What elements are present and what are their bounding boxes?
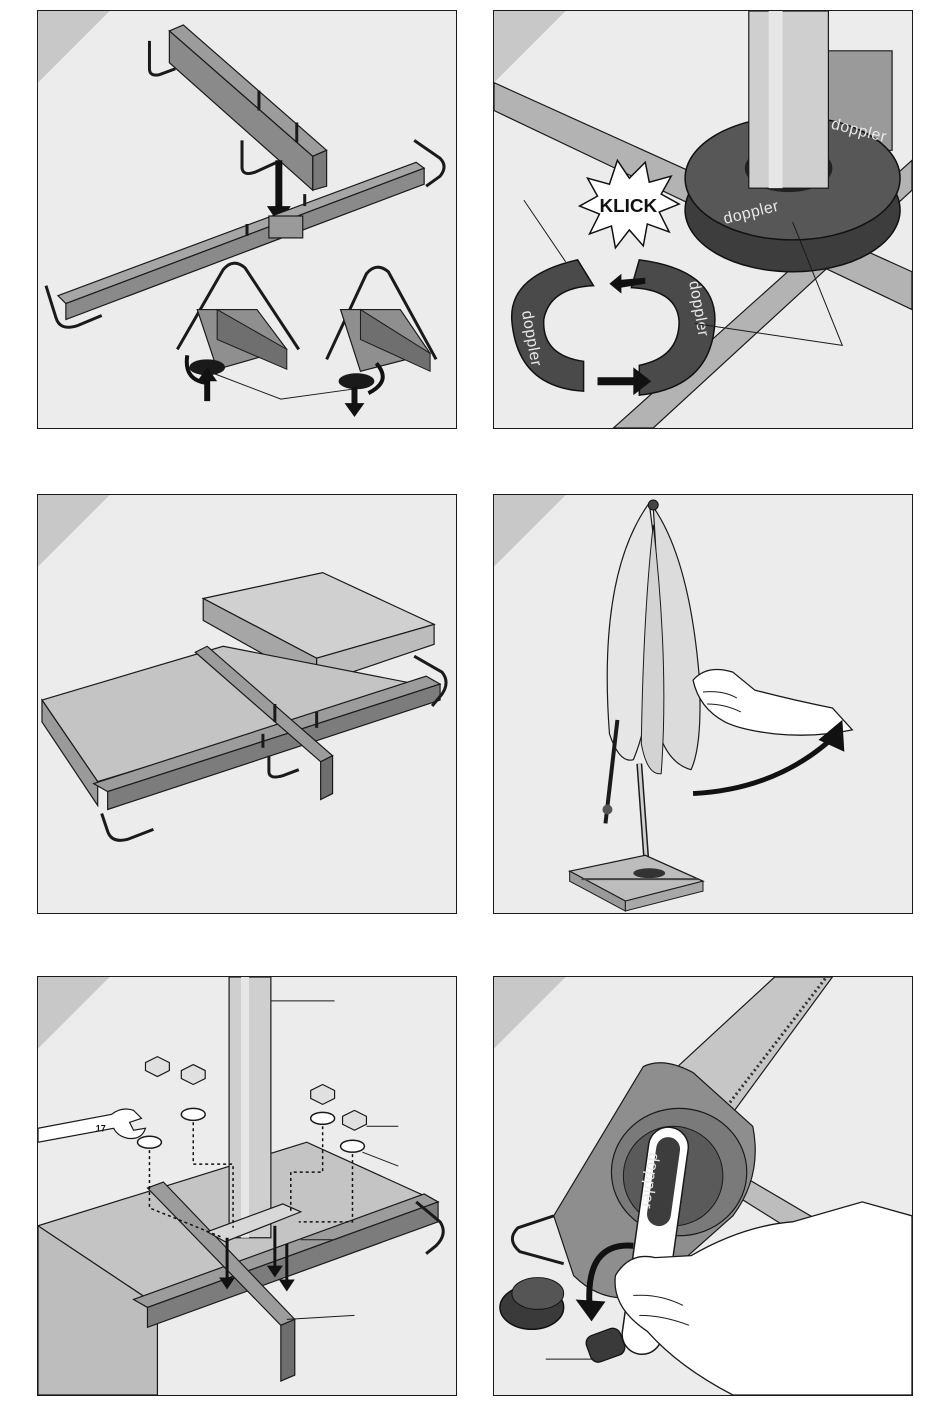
leader-line — [213, 373, 352, 399]
hand — [693, 669, 852, 735]
leader-line — [287, 1315, 355, 1319]
washer — [311, 1112, 335, 1124]
step-4-illustration — [494, 495, 912, 913]
step-6-panel: doppler — [493, 976, 913, 1396]
nut — [181, 1065, 205, 1085]
step-1-panel — [37, 10, 457, 429]
step-3-panel — [37, 494, 457, 914]
washer — [341, 1140, 365, 1152]
corner-tab — [494, 495, 566, 567]
step-5-panel: 17 — [37, 976, 457, 1396]
step-2-panel: doppler doppler doppler doppler KLICK — [493, 10, 913, 429]
step-4-panel — [493, 494, 913, 914]
cross-joint — [269, 216, 303, 238]
curved-arrow-icon — [693, 742, 828, 794]
wrench-size-label: 17 — [96, 1123, 106, 1133]
step-5-illustration: 17 — [38, 977, 456, 1395]
step-3-illustration — [38, 495, 456, 913]
rotate-icon — [339, 373, 375, 389]
step-2-illustration: doppler doppler doppler doppler KLICK — [494, 11, 912, 428]
nut — [311, 1084, 335, 1104]
bracket-loop — [269, 756, 299, 777]
upper-bar-top — [169, 25, 326, 156]
step-6-illustration: doppler — [494, 977, 912, 1395]
klick-label: KLICK — [599, 196, 657, 217]
washer — [138, 1136, 162, 1148]
leader-line — [362, 1152, 398, 1166]
lower-bar-top — [58, 162, 424, 303]
umbrella-pole — [229, 977, 271, 1238]
corner-tab — [38, 495, 110, 567]
bracket-loop — [102, 813, 154, 840]
step-1-illustration — [38, 11, 456, 428]
washer — [181, 1108, 205, 1120]
corner-tab — [38, 11, 110, 83]
corner-tab — [494, 977, 566, 1049]
umbrella-pole — [749, 11, 829, 188]
leader-line — [524, 200, 566, 262]
corner-tab — [38, 977, 110, 1049]
wrench — [38, 1109, 145, 1142]
corner-tab — [494, 11, 566, 83]
nut — [343, 1110, 367, 1130]
nut — [145, 1057, 169, 1077]
